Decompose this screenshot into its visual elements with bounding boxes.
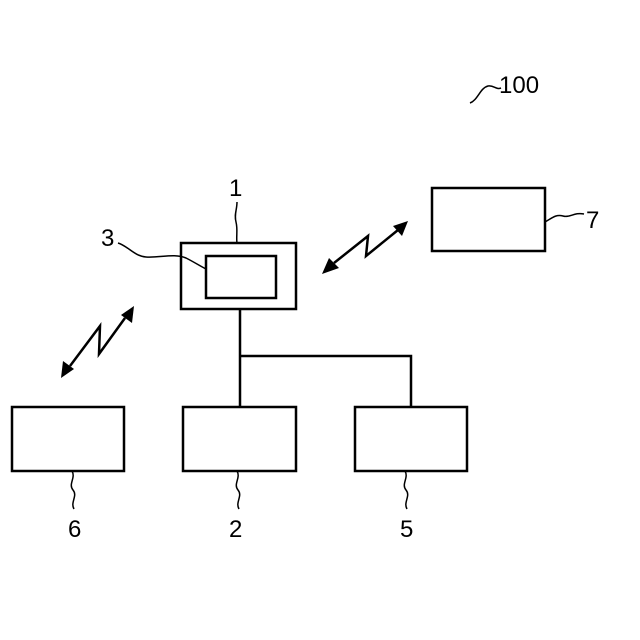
wireless-link-icon — [61, 306, 134, 378]
block-7-leader-line — [545, 214, 584, 222]
block-2-box — [183, 407, 296, 471]
block-2-leader-line — [236, 471, 239, 509]
block-6-label: 6 — [68, 516, 81, 543]
device-1-leader-line — [235, 202, 237, 243]
bus-line-horizontal — [240, 356, 411, 407]
block-2-label: 2 — [229, 516, 242, 543]
block-5-label: 5 — [400, 516, 413, 543]
block-7-box — [432, 188, 545, 251]
system-leader-line — [470, 86, 501, 103]
block-6-leader-line — [71, 471, 74, 509]
wireless-link-icon — [322, 221, 408, 274]
system-label: 100 — [499, 72, 539, 99]
block-6-box — [12, 407, 124, 471]
device-1-label: 1 — [229, 175, 242, 202]
block-5-box — [355, 407, 467, 471]
block-7-label: 7 — [586, 207, 599, 234]
unit-3-label: 3 — [101, 225, 114, 252]
unit-3-leader-line — [118, 243, 206, 269]
unit-3-box — [206, 256, 276, 298]
block-5-leader-line — [404, 471, 407, 509]
